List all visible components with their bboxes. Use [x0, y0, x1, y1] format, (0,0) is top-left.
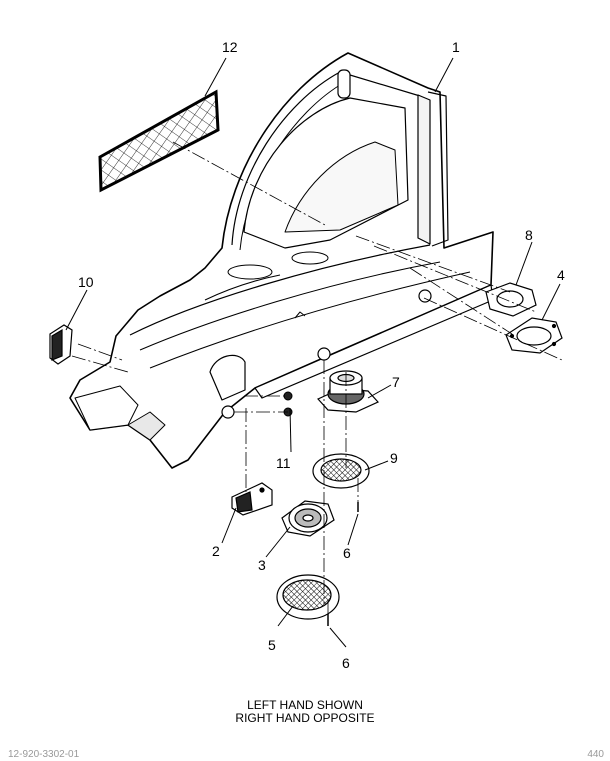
callout-12: 12	[222, 39, 238, 55]
footer-left-code: 12-920-3302-01	[8, 749, 80, 760]
bracket-part-10	[49, 324, 73, 365]
caption-line-2: RIGHT HAND OPPOSITE	[235, 711, 375, 725]
speaker-grille-part-5	[276, 574, 340, 620]
callout-2: 2	[212, 543, 220, 559]
callout-3: 3	[258, 557, 266, 573]
quarter-trim-panel-part-1	[69, 52, 494, 469]
speaker-part-3	[281, 500, 335, 537]
callout-labels: 1 12 10 8 4 7 9 11 2 3 6 5 6	[78, 39, 565, 671]
diagram-caption: LEFT HAND SHOWN RIGHT HAND OPPOSITE	[0, 699, 610, 725]
callout-7: 7	[392, 374, 400, 390]
callout-4: 4	[557, 267, 565, 283]
clip-module-part-2	[231, 482, 273, 516]
cargo-net-part-12	[98, 89, 220, 193]
callout-11: 11	[276, 455, 291, 471]
speaker-adapter-part-8	[485, 282, 537, 317]
leader-lines	[65, 57, 561, 648]
caption-line-1: LEFT HAND SHOWN	[247, 698, 363, 712]
callout-6-upper: 6	[343, 545, 351, 561]
assembly-lines	[71, 141, 563, 614]
speaker-part-7	[317, 370, 379, 413]
callout-9: 9	[390, 450, 398, 466]
footer-right-code: 440	[587, 749, 604, 760]
callout-6-lower: 6	[342, 655, 350, 671]
speaker-grille-part-9	[312, 453, 370, 489]
callout-10: 10	[78, 274, 94, 290]
callout-5: 5	[268, 637, 276, 653]
callout-1: 1	[452, 39, 460, 55]
callout-8: 8	[525, 227, 533, 243]
